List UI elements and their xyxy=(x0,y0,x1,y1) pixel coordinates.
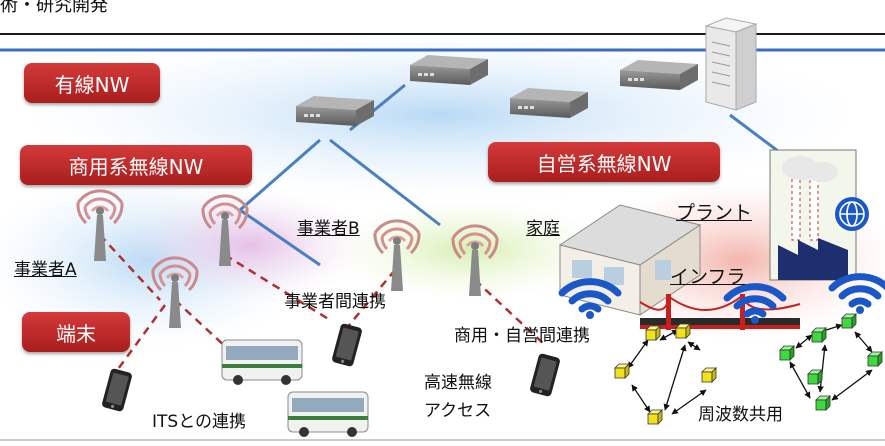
node-cube-icon xyxy=(614,363,630,379)
router-icon xyxy=(296,96,374,126)
node-cube-icon xyxy=(647,409,663,425)
bus-icon xyxy=(287,391,369,438)
node-cube-icon xyxy=(645,325,661,341)
phone-icon xyxy=(101,367,133,413)
high-speed-label-2: アクセス xyxy=(424,401,492,421)
wireless-dashed-links xyxy=(99,234,546,381)
operator-a-label: 事業者A xyxy=(14,260,77,280)
node-cube-icon xyxy=(841,313,857,329)
server-icon xyxy=(704,17,758,111)
phone-icon xyxy=(529,352,561,398)
node-cube-icon xyxy=(701,367,717,383)
node-cube-icon xyxy=(675,323,691,339)
operator-b-label: 事業者B xyxy=(297,219,360,239)
router-icon xyxy=(510,88,588,118)
phone-icon xyxy=(331,322,363,368)
node-cube-icon xyxy=(867,351,883,367)
terminal-label: 端末 xyxy=(22,312,130,352)
high-speed-label-1: 高速無線 xyxy=(424,373,492,393)
node-cube-icon xyxy=(807,369,823,385)
commercial-wireless-nw-label: 商用系無線NW xyxy=(20,145,252,185)
node-cube-icon xyxy=(815,395,831,411)
bus-icon xyxy=(221,339,303,386)
node-cube-icon xyxy=(779,345,795,361)
globe-icon xyxy=(835,197,869,231)
plant-label: プラント xyxy=(676,202,753,224)
private-wireless-nw-label: 自営系無線NW xyxy=(488,142,720,182)
inter-operator-label: 事業者間連携 xyxy=(284,292,386,312)
router-icon xyxy=(410,55,488,85)
its-label: ITSとの連携 xyxy=(152,412,247,432)
router-icon xyxy=(620,60,698,90)
commercial-private-label: 商用・自営間連携 xyxy=(454,326,590,346)
freq-share-label: 周波数共用 xyxy=(698,405,783,425)
freq-share-graph xyxy=(627,323,873,415)
node-cube-icon xyxy=(811,327,827,343)
infra-label: インフラ xyxy=(670,266,746,288)
wired-nw-label: 有線NW xyxy=(24,63,160,103)
page-title: 術・研究開発 xyxy=(0,0,108,16)
home-label: 家庭 xyxy=(526,219,560,239)
